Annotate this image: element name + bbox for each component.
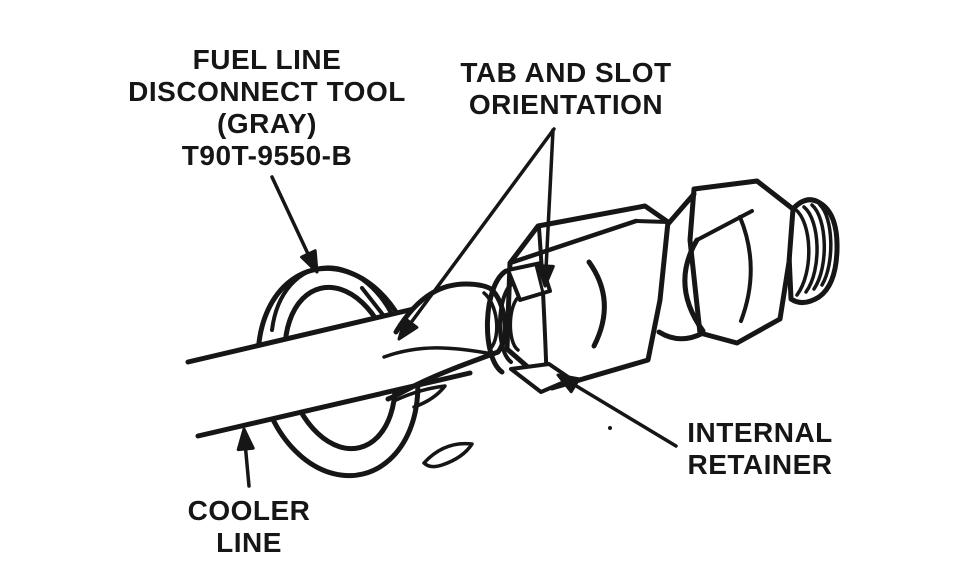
leader-tab-slot-left — [397, 127, 556, 341]
label-line: RETAINER — [687, 449, 833, 480]
label-line: ORIENTATION — [468, 89, 664, 120]
label-line: DISCONNECT TOOL — [128, 76, 406, 107]
label-line: INTERNAL — [687, 417, 833, 448]
leader-tab-slot-right — [536, 128, 555, 288]
label-line: TAB AND SLOT — [460, 57, 672, 88]
label-internal-retainer: INTERNAL RETAINER — [660, 417, 860, 481]
label-line: LINE — [216, 527, 282, 558]
fitting-hex-nut-rear-drawing — [682, 178, 796, 346]
label-line: FUEL LINE — [192, 44, 342, 75]
label-line: COOLER — [187, 495, 311, 526]
speck — [608, 426, 612, 430]
label-disconnect-tool: FUEL LINE DISCONNECT TOOL (GRAY) T90T-95… — [102, 44, 432, 172]
leader-cooler-line — [236, 427, 255, 488]
leader-internal-retainer — [556, 373, 678, 448]
label-cooler-line: COOLER LINE — [164, 495, 334, 559]
fitting-neck-drawing — [656, 191, 706, 342]
label-tool-part-number: T90T-9550-B — [181, 140, 353, 171]
fitting-threaded-end-drawing — [786, 197, 840, 305]
leader-disconnect-tool — [270, 175, 319, 274]
label-tab-and-slot: TAB AND SLOT ORIENTATION — [426, 57, 706, 121]
label-line: (GRAY) — [217, 108, 317, 139]
